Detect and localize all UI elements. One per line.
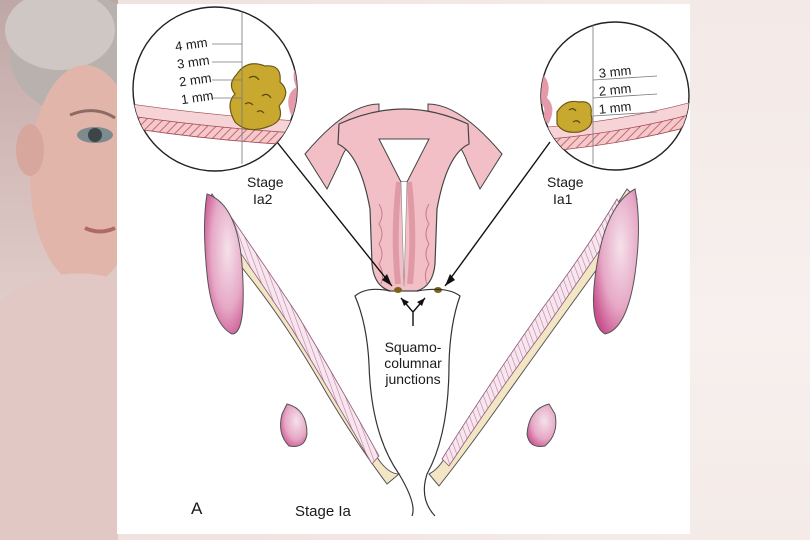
panel-letter: A bbox=[191, 499, 203, 518]
left-magnified-view: 4 mm 3 mm 2 mm 1 mm bbox=[132, 6, 298, 172]
right-stage-label-line2: Ia1 bbox=[553, 191, 573, 207]
left-pointer-line bbox=[276, 141, 393, 287]
right-vaginal-wall bbox=[428, 188, 639, 487]
right-magnified-view: 3 mm 2 mm 1 mm bbox=[540, 21, 690, 171]
right-pointer-line bbox=[444, 141, 551, 287]
junction-arrows bbox=[400, 297, 426, 326]
stage-main-label: Stage Ia bbox=[295, 503, 352, 520]
left-stage-label-line1: Stage bbox=[247, 174, 284, 190]
junction-label-line1: Squamo- bbox=[385, 339, 442, 355]
diagram-panel: 4 mm 3 mm 2 mm 1 mm 3 mm 2 mm 1 mm bbox=[117, 4, 690, 534]
left-vaginal-wall bbox=[204, 193, 401, 485]
lesion-ia1 bbox=[556, 100, 593, 133]
scale-label-1mm: 1 mm bbox=[180, 88, 214, 107]
cervix-diagram: 4 mm 3 mm 2 mm 1 mm 3 mm 2 mm 1 mm bbox=[132, 6, 690, 520]
vaginal-canal bbox=[354, 288, 461, 517]
portrait-photo bbox=[0, 0, 118, 540]
scale-label-3mm-right: 3 mm bbox=[598, 63, 632, 81]
background-photo bbox=[0, 0, 118, 540]
junction-label-line3: junctions bbox=[384, 371, 440, 387]
background-right bbox=[690, 0, 810, 540]
scale-label-1mm-right: 1 mm bbox=[598, 99, 632, 117]
scale-label-4mm: 4 mm bbox=[174, 35, 208, 54]
scale-label-2mm-right: 2 mm bbox=[598, 81, 632, 99]
scale-label-3mm: 3 mm bbox=[176, 52, 210, 71]
scale-label-2mm: 2 mm bbox=[178, 70, 212, 89]
uterus bbox=[304, 103, 503, 293]
left-stage-label-line2: Ia2 bbox=[253, 191, 273, 207]
right-stage-label-line1: Stage bbox=[547, 174, 584, 190]
lesion-ia2 bbox=[229, 63, 287, 131]
junction-label-line2: columnar bbox=[384, 355, 442, 371]
